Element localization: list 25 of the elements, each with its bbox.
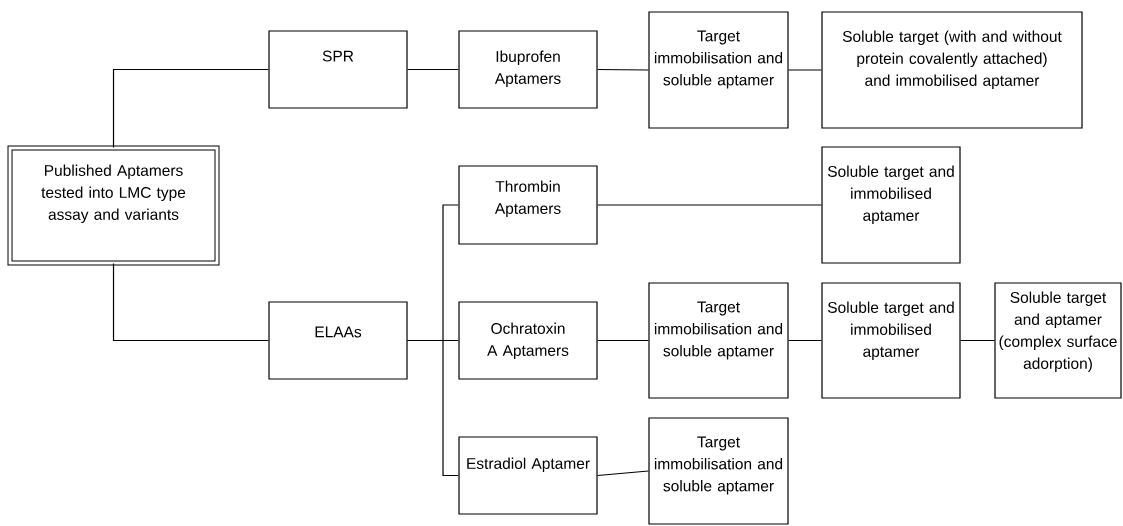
process-box: Soluble target and aptamer (complex surface adorption): [994, 282, 1122, 399]
connector-line: [788, 339, 822, 342]
connector-line: [788, 69, 822, 71]
connector-line: [597, 470, 649, 477]
process-box: SPR: [268, 30, 408, 109]
connector-line: [597, 339, 649, 342]
connector-line: [960, 339, 995, 342]
connector-line: [597, 204, 822, 206]
connector-line: [407, 68, 459, 71]
process-box: ELAAs: [268, 301, 408, 380]
process-box: Estradiol Aptamer: [458, 436, 598, 515]
connector-line: [407, 339, 459, 477]
process-box: Ochratoxin A Aptamers: [458, 301, 598, 380]
connector-line: [597, 68, 649, 71]
process-box: Soluble target and immobilised aptamer: [821, 146, 961, 264]
connector-line: [112, 68, 269, 149]
process-box: Thrombin Aptamers: [458, 165, 598, 245]
process-box: Target immobilisation and soluble aptamer: [648, 11, 789, 129]
process-box: Soluble target and immobilised aptamer: [821, 282, 961, 399]
process-box: Ibuprofen Aptamers: [458, 30, 598, 109]
process-box: Soluble target (with and without protein covalently attached) and immobilised aptamer: [821, 11, 1083, 129]
process-box: Target immobilisation and soluble aptamer: [648, 282, 789, 399]
process-box: Target immobilisation and soluble aptamer: [648, 417, 789, 525]
double-bordered-box: Published Aptamers tested into LMC type assay and variants: [7, 145, 220, 266]
connector-line: [112, 262, 269, 342]
